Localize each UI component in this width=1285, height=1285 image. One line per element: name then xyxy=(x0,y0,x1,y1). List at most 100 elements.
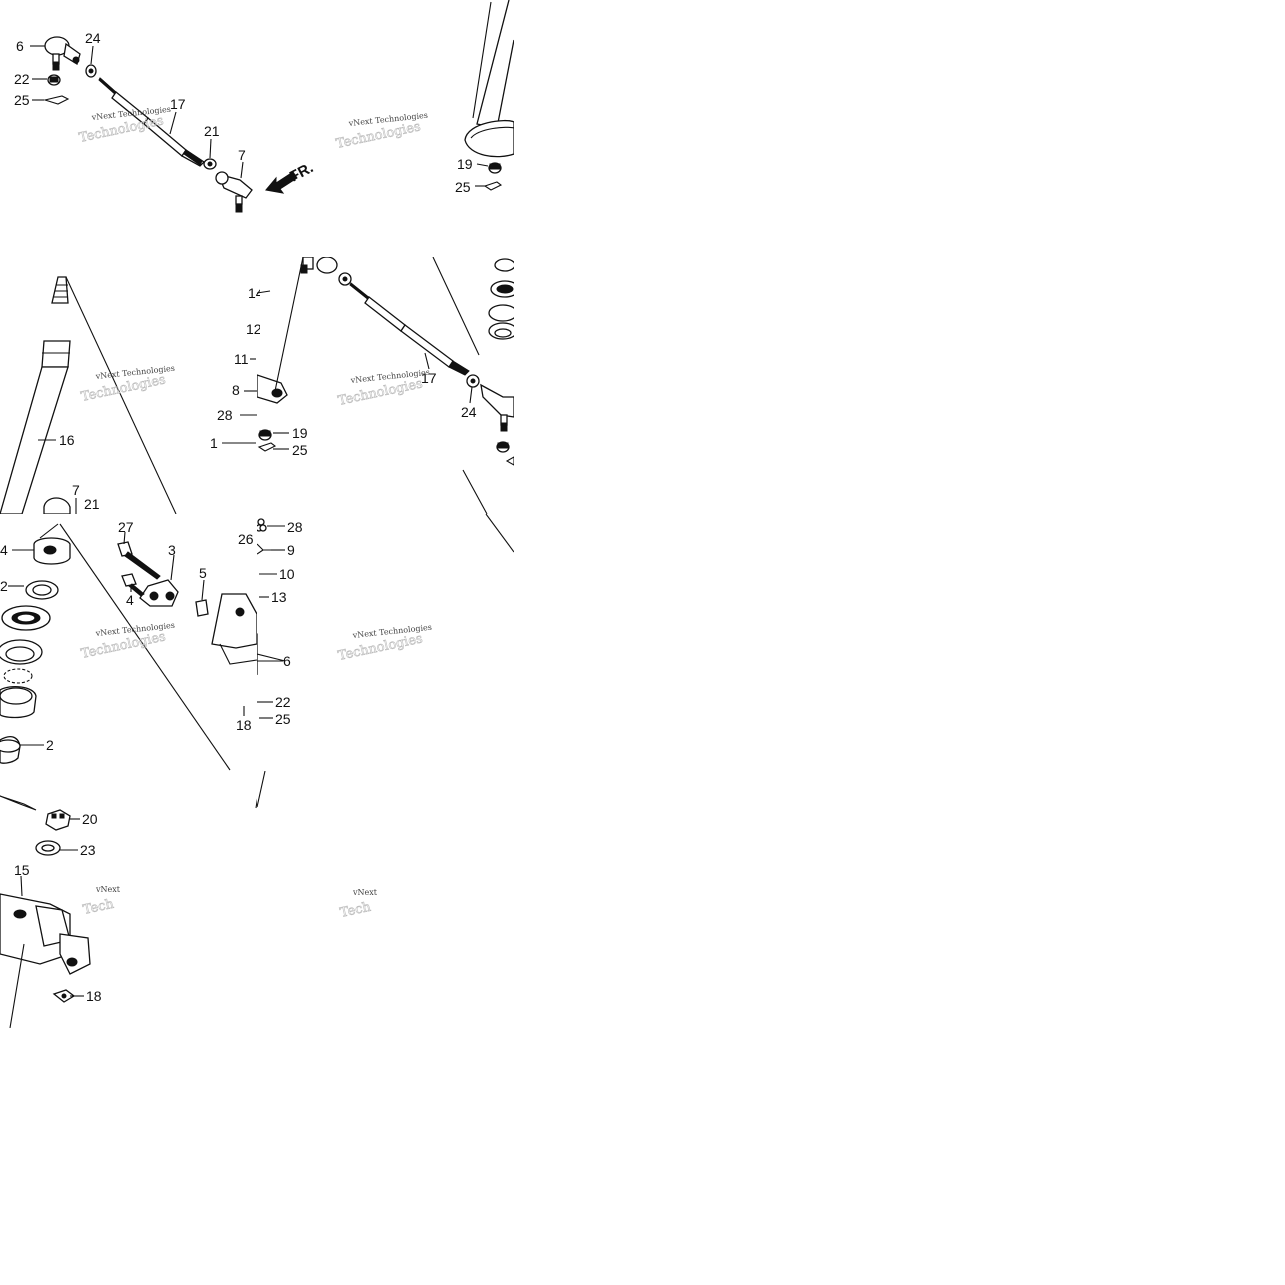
bracket-drawing: 28 9 10 13 6 22 25 vNext Technologi xyxy=(257,514,514,771)
watermark-text: Tech xyxy=(339,900,373,921)
callout-label: 22 xyxy=(275,694,291,710)
callout-label: 25 xyxy=(275,711,291,727)
tile-empty: vNext Tech xyxy=(257,771,514,1028)
fr-label-holder: FR. xyxy=(240,160,257,190)
callout-label: 2 xyxy=(0,578,8,594)
tile-bracket: 28 9 10 13 6 22 25 vNext Technologi xyxy=(257,514,514,771)
nut-icon xyxy=(496,441,510,453)
ball-joint-icon xyxy=(300,257,338,274)
tie-rod-drawing: 6 24 22 25 17 21 7 vNext Technologies Te… xyxy=(14,30,253,213)
cotter-pin-icon xyxy=(0,795,37,811)
seal-icon xyxy=(1,605,51,631)
steering-clamp-icon xyxy=(139,579,179,607)
washer-icon xyxy=(35,840,61,856)
callout-label: 25 xyxy=(292,442,308,458)
callout-label: 7 xyxy=(238,147,246,163)
nut-icon xyxy=(338,272,352,286)
callout-label: 28 xyxy=(217,407,233,423)
tie-rod-end-icon xyxy=(44,36,81,71)
watermark-text: Tech xyxy=(82,897,116,918)
bolt-icon xyxy=(117,541,161,580)
callout-label: 4 xyxy=(0,542,8,558)
watermark-text: vNext xyxy=(95,885,121,894)
castle-nut-icon xyxy=(45,809,71,831)
bearing-cup-icon xyxy=(0,685,37,719)
callout-label: 1 xyxy=(210,435,218,451)
tie-rod-shaft-icon xyxy=(98,77,206,167)
nut-icon xyxy=(52,989,76,1003)
column-flange-icon xyxy=(464,119,514,158)
sleeve-icon xyxy=(195,599,209,617)
cotter-pin-icon xyxy=(42,95,70,105)
callout-label: 3 xyxy=(168,542,176,558)
callout-label: 19 xyxy=(457,156,473,172)
callout-label: 17 xyxy=(170,96,186,112)
mounting-frame-icon xyxy=(211,593,257,665)
bearing-stack-icon xyxy=(488,258,514,340)
steering-column-tube-icon xyxy=(476,0,514,129)
callout-label: 10 xyxy=(279,566,295,582)
empty-drawing: vNext Tech xyxy=(257,771,378,921)
tile-gearbox: 4 2 xyxy=(0,514,257,1028)
front-arrow-icon xyxy=(265,171,298,194)
callout-label: 17 xyxy=(421,370,437,386)
steering-column-drawing: FR. 19 25 vNext Technologies Technologie… xyxy=(265,0,514,195)
callout-label: 25 xyxy=(455,179,471,195)
tie-rod-end-icon xyxy=(215,171,253,213)
callout-label: 27 xyxy=(118,519,134,535)
pitman-arm-drawing: 24 17 xyxy=(257,257,514,514)
callout-label: 25 xyxy=(14,92,30,108)
callout-label: 18 xyxy=(236,717,252,733)
callout-label: 22 xyxy=(14,71,30,87)
callout-label: 28 xyxy=(287,519,303,535)
tile-pitman-arm: 24 17 xyxy=(257,257,514,514)
bearing-race-icon xyxy=(0,639,43,665)
callout-label: 6 xyxy=(283,653,291,669)
callout-label: 24 xyxy=(461,404,477,420)
watermark-text: vNext xyxy=(352,888,378,897)
nut-icon xyxy=(85,64,97,78)
bolt-icon xyxy=(121,573,145,597)
callout-label: 5 xyxy=(199,565,207,581)
nut-icon xyxy=(466,374,480,388)
callout-label: 9 xyxy=(287,542,295,558)
callout-label: 6 xyxy=(16,38,24,54)
callout-label: 12 xyxy=(246,321,260,337)
callout-label: 15 xyxy=(14,862,30,878)
arm-labels: 14 12 11 8 28 1 xyxy=(210,285,260,451)
clip-icon xyxy=(257,518,267,532)
callout-label: 18 xyxy=(86,988,102,1004)
callout-label: 13 xyxy=(271,589,287,605)
tile-tie-rod: 6 24 22 25 17 21 7 vNext Technologies Te… xyxy=(0,0,257,257)
callout-label: 20 xyxy=(82,811,98,827)
gearbox-drawing: 4 2 xyxy=(0,519,257,1028)
cotter-pin-icon xyxy=(483,181,503,191)
steering-shaft-drawing: 16 7 21 vNext Technologies Technologies xyxy=(0,276,177,514)
callout-label: 16 xyxy=(59,432,75,448)
callout-label: 4 xyxy=(126,592,134,608)
cotter-pin-icon xyxy=(257,442,277,452)
callout-label: 23 xyxy=(80,842,96,858)
cotter-pin-icon xyxy=(505,456,514,466)
callout-label: 14 xyxy=(248,285,260,301)
callout-label: 21 xyxy=(84,496,100,512)
callout-label: 8 xyxy=(232,382,240,398)
steering-arm-icon xyxy=(257,374,288,404)
callout-label: 2 xyxy=(46,737,54,753)
nut-icon xyxy=(203,158,217,170)
callout-label: 21 xyxy=(204,123,220,139)
boundary-labels: 26 18 xyxy=(236,531,254,733)
tie-rod-shaft-icon xyxy=(349,282,470,376)
callout-label: 24 xyxy=(85,30,101,46)
callout-label: 19 xyxy=(292,425,308,441)
tile-steering-column-top: FR. 19 25 vNext Technologies Technologie… xyxy=(257,0,514,257)
callout-label: 11 xyxy=(234,351,249,367)
gearbox-housing-icon xyxy=(0,893,91,1028)
mounting-bracket-icon xyxy=(33,537,71,565)
callout-label: 7 xyxy=(72,482,80,498)
tie-rod-end-icon xyxy=(480,383,514,432)
tile-steering-shaft: 16 7 21 vNext Technologies Technologies xyxy=(0,257,257,514)
lower-bearing-icon xyxy=(0,735,21,764)
steering-shaft-icon xyxy=(0,276,71,514)
castle-nut-icon xyxy=(47,74,61,86)
